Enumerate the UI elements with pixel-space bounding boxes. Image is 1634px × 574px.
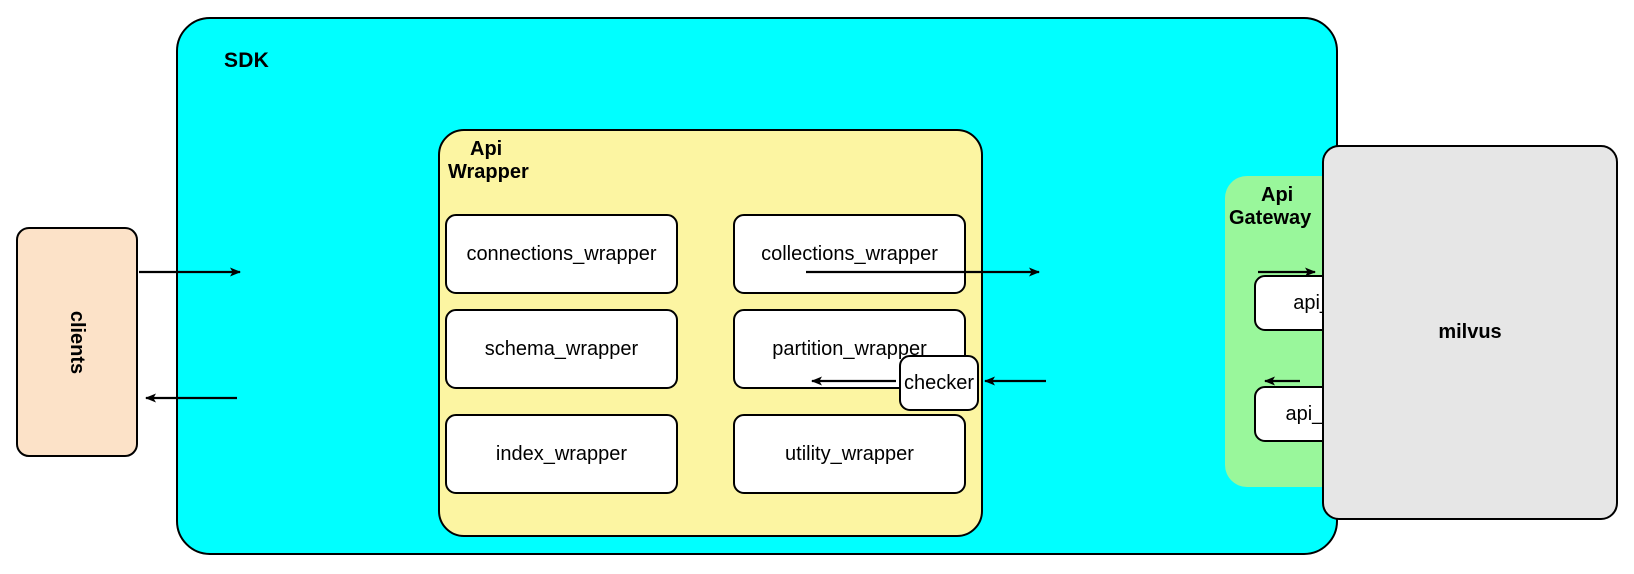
node-sdk-label: SDK: [224, 49, 269, 72]
node-clients-label: clients: [66, 310, 89, 374]
node-schema-wrapper[interactable]: schema_wrapper: [445, 309, 678, 389]
node-utility-wrapper[interactable]: utility_wrapper: [733, 414, 966, 494]
node-checker[interactable]: checker: [899, 355, 979, 411]
node-index-wrapper[interactable]: index_wrapper: [445, 414, 678, 494]
node-api-wrapper-label-line2: Wrapper: [448, 161, 529, 183]
node-api-wrapper-label-line1: Api: [470, 138, 503, 160]
node-connections-wrapper[interactable]: connections_wrapper: [445, 214, 678, 294]
node-clients[interactable]: clients: [16, 227, 138, 457]
node-api-gateway-label-line1: Api: [1261, 184, 1294, 206]
node-milvus[interactable]: milvus: [1322, 145, 1618, 520]
node-partition-wrapper[interactable]: partition_wrapper: [733, 309, 966, 389]
node-api-gateway-label-line2: Gateway: [1229, 207, 1312, 229]
node-collections-wrapper[interactable]: collections_wrapper: [733, 214, 966, 294]
